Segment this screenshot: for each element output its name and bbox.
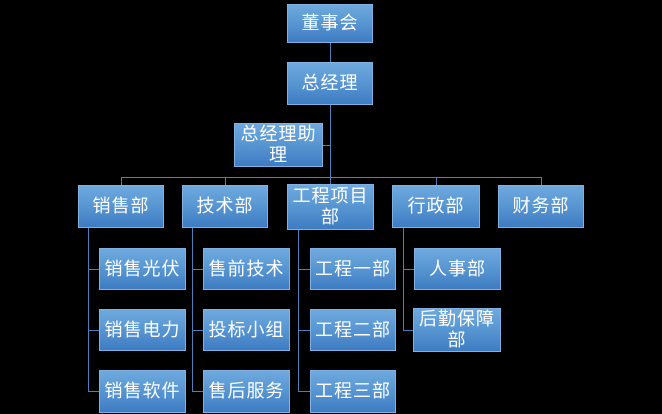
org-node-label: 董事会 <box>301 13 359 33</box>
connector-line <box>403 330 414 331</box>
org-node-label: 财务部 <box>512 196 570 216</box>
connector-line <box>192 391 203 392</box>
org-node-admin-dept[interactable]: 行政部 <box>392 185 480 228</box>
connector-line <box>298 269 310 270</box>
org-node-label: 后勤保障部 <box>419 309 495 350</box>
connector-line <box>88 330 99 331</box>
org-node-label: 人事部 <box>429 258 486 279</box>
org-node-label: 销售部 <box>92 196 150 216</box>
connector-line <box>403 269 414 270</box>
org-node-tech-dept[interactable]: 技术部 <box>182 185 268 228</box>
org-node-sales-power[interactable]: 销售电力 <box>99 309 186 351</box>
connector-line <box>192 330 203 331</box>
org-node-project-dept[interactable]: 工程项目部 <box>287 184 374 230</box>
connector-line <box>298 230 299 391</box>
org-node-presales-tech[interactable]: 售前技术 <box>203 248 290 290</box>
org-node-bidding-team[interactable]: 投标小组 <box>203 309 290 351</box>
org-node-label: 工程二部 <box>315 319 391 340</box>
org-node-general-manager[interactable]: 总经理 <box>287 62 373 105</box>
connector-line <box>436 178 437 185</box>
org-node-engineering-1[interactable]: 工程一部 <box>310 248 396 290</box>
org-node-aftersales-service[interactable]: 售后服务 <box>203 370 290 413</box>
org-node-label: 工程项目部 <box>292 186 369 227</box>
org-node-label: 售前技术 <box>208 258 285 279</box>
org-node-logistics-dept[interactable]: 后勤保障部 <box>413 308 501 352</box>
connector-line <box>403 228 404 330</box>
org-node-board[interactable]: 董事会 <box>287 4 373 43</box>
connector-line <box>298 330 310 331</box>
org-node-label: 工程三部 <box>315 381 391 401</box>
org-node-label: 技术部 <box>196 196 254 216</box>
connector-line <box>88 391 99 392</box>
connector-line <box>121 178 122 185</box>
org-node-engineering-3[interactable]: 工程三部 <box>310 370 396 413</box>
org-node-label: 销售光伏 <box>104 258 181 279</box>
org-node-label: 总经理助理 <box>240 124 317 165</box>
connector-line <box>192 269 203 270</box>
org-node-sales-dept[interactable]: 销售部 <box>78 185 164 228</box>
org-node-sales-pv[interactable]: 销售光伏 <box>99 248 186 290</box>
org-node-label: 销售电力 <box>104 319 181 340</box>
connector-line <box>121 177 542 178</box>
connector-line <box>88 269 99 270</box>
connector-line <box>192 228 193 391</box>
org-node-gm-assistant[interactable]: 总经理助理 <box>234 123 323 167</box>
org-node-label: 售后服务 <box>208 381 285 401</box>
org-node-finance-dept[interactable]: 财务部 <box>498 185 584 228</box>
org-node-label: 行政部 <box>407 196 465 216</box>
connector-line <box>323 145 330 146</box>
org-node-label: 总经理 <box>301 73 359 93</box>
org-node-sales-software[interactable]: 销售软件 <box>99 370 186 413</box>
connector-line <box>298 391 310 392</box>
connector-line <box>88 228 89 391</box>
org-node-label: 投标小组 <box>208 319 285 340</box>
connector-line <box>330 105 331 184</box>
org-node-engineering-2[interactable]: 工程二部 <box>310 309 396 351</box>
connector-line <box>330 43 331 62</box>
org-node-hr-dept[interactable]: 人事部 <box>414 248 501 290</box>
org-node-label: 工程一部 <box>315 258 391 279</box>
connector-line <box>541 178 542 185</box>
org-node-label: 销售软件 <box>104 381 181 401</box>
connector-line <box>225 178 226 185</box>
